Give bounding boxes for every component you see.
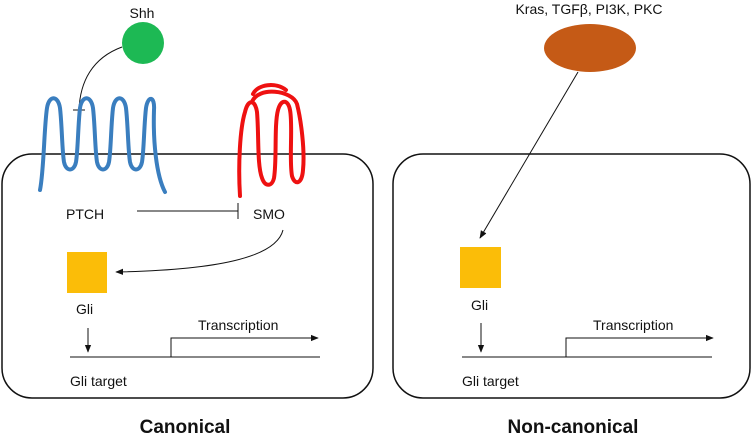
smo-receptor [237,89,306,198]
gli-target-label: Gli target [462,373,519,389]
canonical-panel: Shh PTCH SMO Gli Transcription Gli targe… [1,5,374,436]
transcription-arrow [565,334,714,357]
activators-ellipse [544,24,636,72]
transcription-arrow [170,334,319,357]
shh-ligand [122,22,164,64]
activators-gli-arrow [479,71,579,239]
smo-gli-arrow [115,229,284,276]
gli-factor [460,247,501,288]
noncanonical-panel: Kras, TGFβ, PI3K, PKC Gli Transcription … [392,1,751,436]
gli-label: Gli [471,297,488,313]
noncanonical-title: Non-canonical [508,417,639,436]
shh-label: Shh [130,5,155,21]
transcription-label: Transcription [593,317,673,333]
ptch-label: PTCH [66,206,104,222]
smo-label: SMO [253,206,285,222]
ptch-receptor [38,96,167,194]
activators-label: Kras, TGFβ, PI3K, PKC [515,1,662,17]
canonical-title: Canonical [140,417,231,436]
gli-label: Gli [76,301,93,317]
gli-factor [67,252,107,293]
canonical-cell-box [1,153,374,399]
transcription-label: Transcription [198,317,278,333]
gli-target-label: Gli target [70,373,127,389]
smo-cterm [251,83,288,96]
noncanonical-cell-box [392,153,751,399]
